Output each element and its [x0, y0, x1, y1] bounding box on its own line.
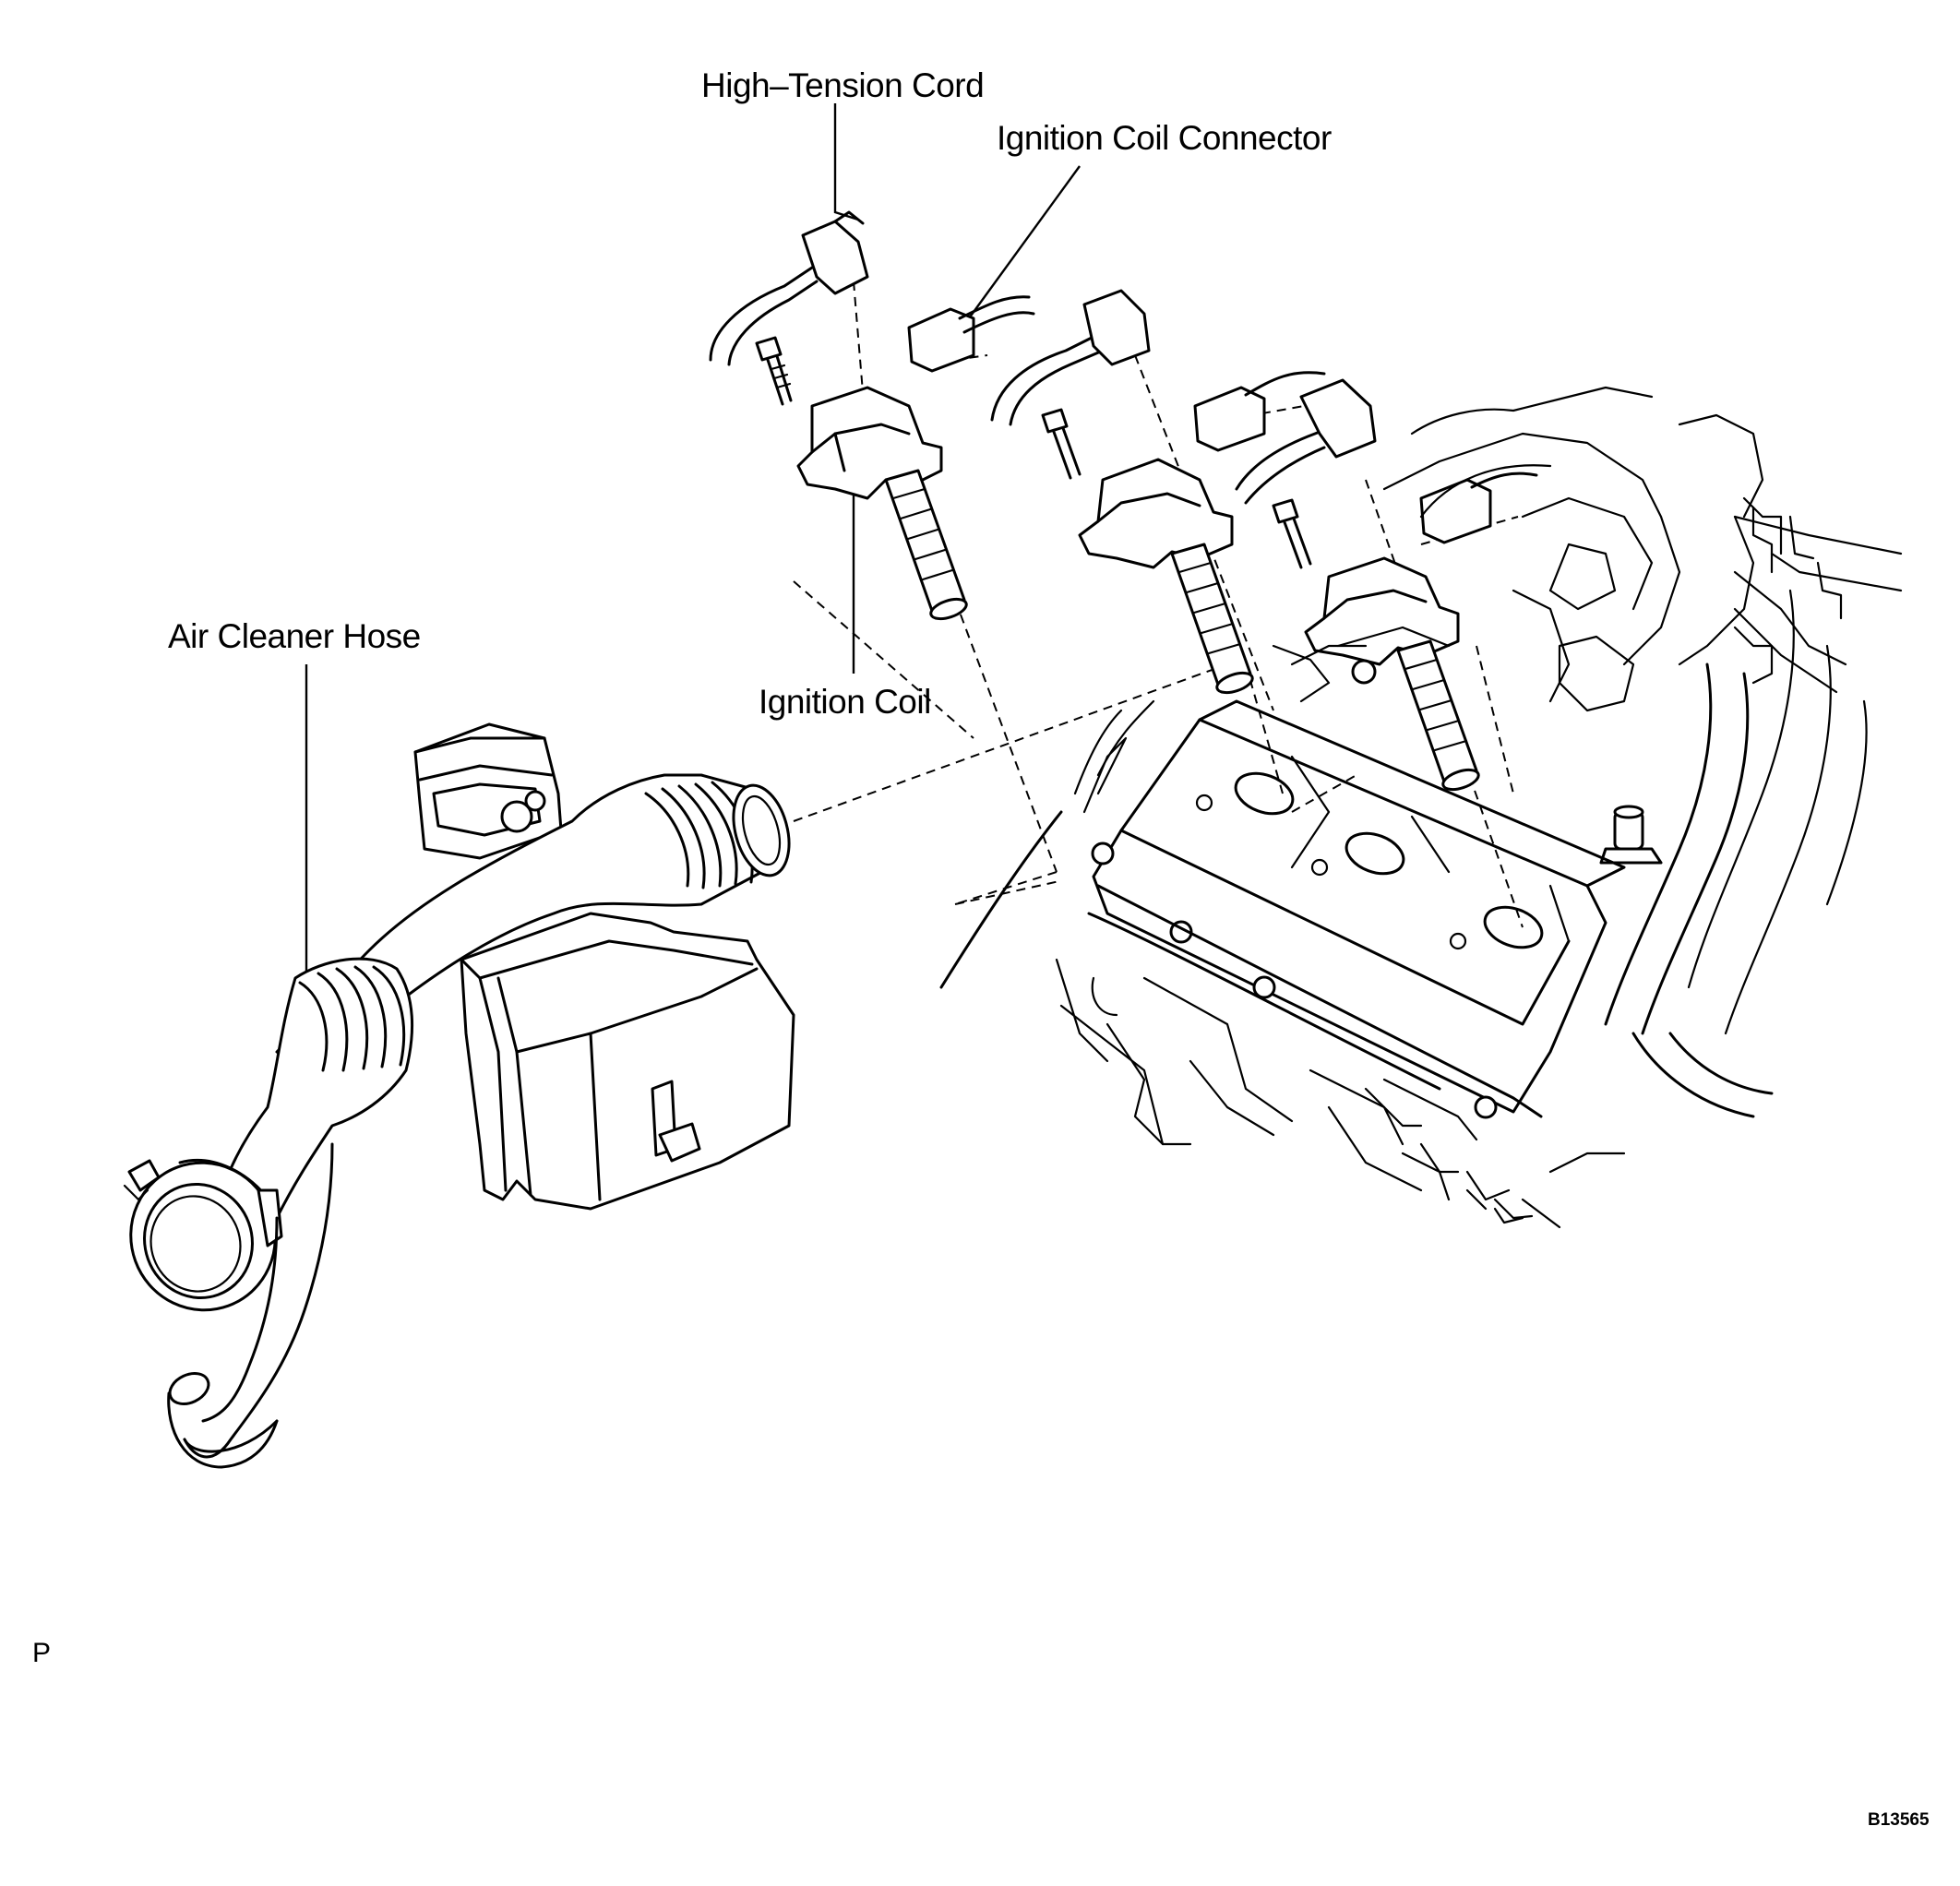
ignition-coil-right-group — [1235, 378, 1538, 792]
air-cleaner-assembly — [123, 722, 795, 1469]
label-ignition-coil-connector: Ignition Coil Connector — [997, 119, 1332, 157]
leader-ignition-coil-connector — [968, 165, 1081, 319]
engine-cylinder-head — [939, 386, 1903, 1229]
label-air-cleaner-hose: Air Cleaner Hose — [168, 617, 421, 655]
figure-code: B13565 — [1868, 1810, 1930, 1830]
label-ignition-coil: Ignition Coil — [759, 683, 931, 721]
ignition-coil-middle-group — [990, 289, 1326, 695]
label-high-tension-cord: High–Tension Cord — [701, 66, 985, 104]
leader-lines — [305, 103, 1081, 997]
corner-letter: P — [32, 1638, 52, 1668]
leader-high-tension-cord — [833, 103, 859, 221]
ignition-coil-left-group — [709, 210, 1035, 621]
